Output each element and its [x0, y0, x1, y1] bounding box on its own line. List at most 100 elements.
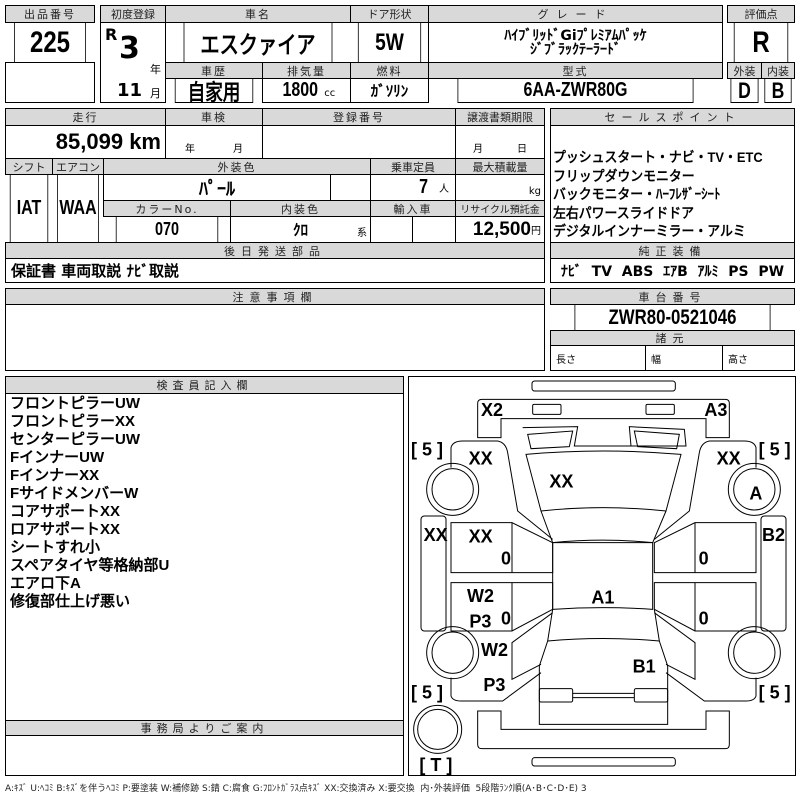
tire-rr: [ 5 ] [759, 683, 791, 703]
capacity-value: 7 [418, 176, 428, 198]
inspection-date: 年月 [165, 125, 263, 159]
shift: IAT [9, 174, 49, 243]
headlights [527, 430, 680, 450]
specs-label: 諸元 [550, 330, 795, 346]
max-load: kg [455, 174, 545, 201]
mark-rl-door-1: W2 [467, 586, 494, 606]
front-bumper [477, 398, 730, 439]
notes-area [5, 304, 545, 371]
rr-wheel [733, 631, 776, 674]
mark-fl-fender: XX [469, 448, 493, 468]
import-cell-2 [412, 216, 456, 243]
door-zero: 0 [699, 548, 709, 568]
recycle-value: 12,500 [472, 218, 531, 240]
mark-roof: A1 [591, 587, 614, 607]
inspector-note: FサイドメンバーW [10, 485, 139, 502]
rl-wheel [431, 631, 474, 674]
model-code: 6AA-ZWR80G [457, 78, 694, 103]
lot-label: 出品番号 [5, 5, 95, 23]
car-name: エスクァイア [183, 22, 333, 63]
ext-color-extra [330, 174, 371, 201]
spec-width: 幅 [645, 345, 723, 371]
transfer-month-unit: 月 [473, 144, 483, 155]
mark-fr-wheel: A [749, 483, 762, 503]
inspector-note: スペアタイヤ等格納部U [10, 557, 170, 574]
tire-rl: [ 5 ] [411, 683, 443, 703]
recycle-label: リサイクル預託金 [455, 200, 545, 217]
displacement-value: 1800 [282, 79, 318, 101]
fr-wheel [733, 468, 776, 511]
month-unit: 月 [150, 87, 161, 100]
fr-door [653, 522, 757, 574]
reg-month: 11 [117, 80, 143, 101]
inspector-note: フロントピラーXX [10, 413, 136, 430]
car-name-label: 車名 [165, 5, 351, 23]
mark-fr-fender: XX [717, 448, 741, 468]
fl-wheel [431, 468, 474, 511]
sales-point: 左右パワースライドドア [553, 204, 695, 221]
mark-rl-door-2: P3 [469, 612, 491, 632]
capacity-label: 乗車定員 [370, 158, 456, 175]
mark-fl-corner: X2 [481, 400, 503, 420]
later-parts: 保証書 車両取説 ﾅﾋﾞ取説 [5, 258, 545, 283]
mileage-label: 走行 [5, 108, 166, 126]
recycle-unit: 円 [531, 226, 541, 237]
inspection-label: 車検 [165, 108, 263, 126]
damage-diagram: X2 A3 XX XX XX A XX XX B2 A1 W2 P3 W2 P3… [408, 376, 796, 776]
equipment: ﾅﾋﾞ TV ABS ｴｱB ｱﾙﾐ PS PW [550, 258, 795, 283]
reg-year: 3 [119, 31, 140, 66]
inspector-note: FインナーUW [10, 449, 105, 466]
color-no-label: カラーNo. [103, 200, 231, 217]
spec-height: 高さ [722, 345, 795, 371]
legend: A:ｷｽﾞ U:ﾍｺﾐ B:ｷｽﾞを伴うﾍｺﾐ P:要塗装 W:補修跡 S:錆 … [5, 784, 587, 794]
inspector-note: コアサポートXX [10, 503, 121, 520]
mark-fl-door: XX [469, 527, 493, 547]
lot-number: 225 [14, 22, 86, 63]
history-label: 車歴 [165, 62, 263, 79]
spec-length: 長さ [550, 345, 646, 371]
rear-quarters [450, 672, 757, 702]
door-type: 5W [357, 22, 422, 63]
score: R [733, 22, 789, 63]
grade-label: グレード [428, 5, 723, 23]
capacity-unit: 人 [439, 184, 449, 195]
int-color-label: 内装色 [230, 200, 371, 217]
rear-bar [531, 757, 676, 767]
inspector-note: FインナーXX [10, 467, 100, 484]
int-color-value: ｸﾛ [292, 221, 308, 239]
door-label: ドア形状 [350, 5, 429, 23]
ext-score-label: 外装 [727, 62, 762, 79]
fuel-label: 燃料 [350, 62, 429, 79]
sales-point: バックモニター・ﾊｰﾌﾚｻﾞｰｼｰﾄ [553, 186, 721, 202]
car-diagram: X2 A3 XX XX XX A XX XX B2 A1 W2 P3 W2 P3… [411, 380, 791, 775]
office-label: 事務局よりご案内 [5, 720, 404, 736]
ext-color-label: 外装色 [103, 158, 371, 175]
door-zero: 0 [501, 548, 511, 568]
r-rocker [760, 515, 787, 632]
roof [552, 539, 654, 610]
spare-label: [ T ] [419, 755, 452, 775]
fr-fender [654, 440, 757, 540]
first-reg-box: R 3 年 11 月 [100, 22, 166, 103]
hood [525, 450, 682, 512]
mark-hood: XX [549, 472, 573, 492]
mark-fr-corner: A3 [704, 400, 727, 420]
import-cell-1 [370, 216, 413, 243]
inspector-note: センターピラーUW [10, 431, 140, 448]
sales-point: フリップダウンモニター [553, 167, 695, 184]
inspector-notes: フロントピラーUW フロントピラーXX センターピラーUW FインナーUW Fイ… [5, 393, 404, 721]
rear-window [547, 609, 660, 642]
trunk [538, 640, 669, 725]
shift-label: シフト [5, 158, 53, 175]
later-parts-label: 後日発送部品 [5, 242, 545, 259]
int-color-suffix: 系 [357, 228, 367, 239]
spare-tire [417, 708, 459, 750]
inspector-note: フロントピラーUW [10, 395, 140, 412]
displacement-label: 排気量 [262, 62, 351, 79]
reg-no-label: 登録番号 [262, 108, 456, 126]
office-area [5, 735, 404, 776]
inspector-note: ロアサポートXX [10, 521, 121, 538]
windshield [540, 510, 667, 544]
